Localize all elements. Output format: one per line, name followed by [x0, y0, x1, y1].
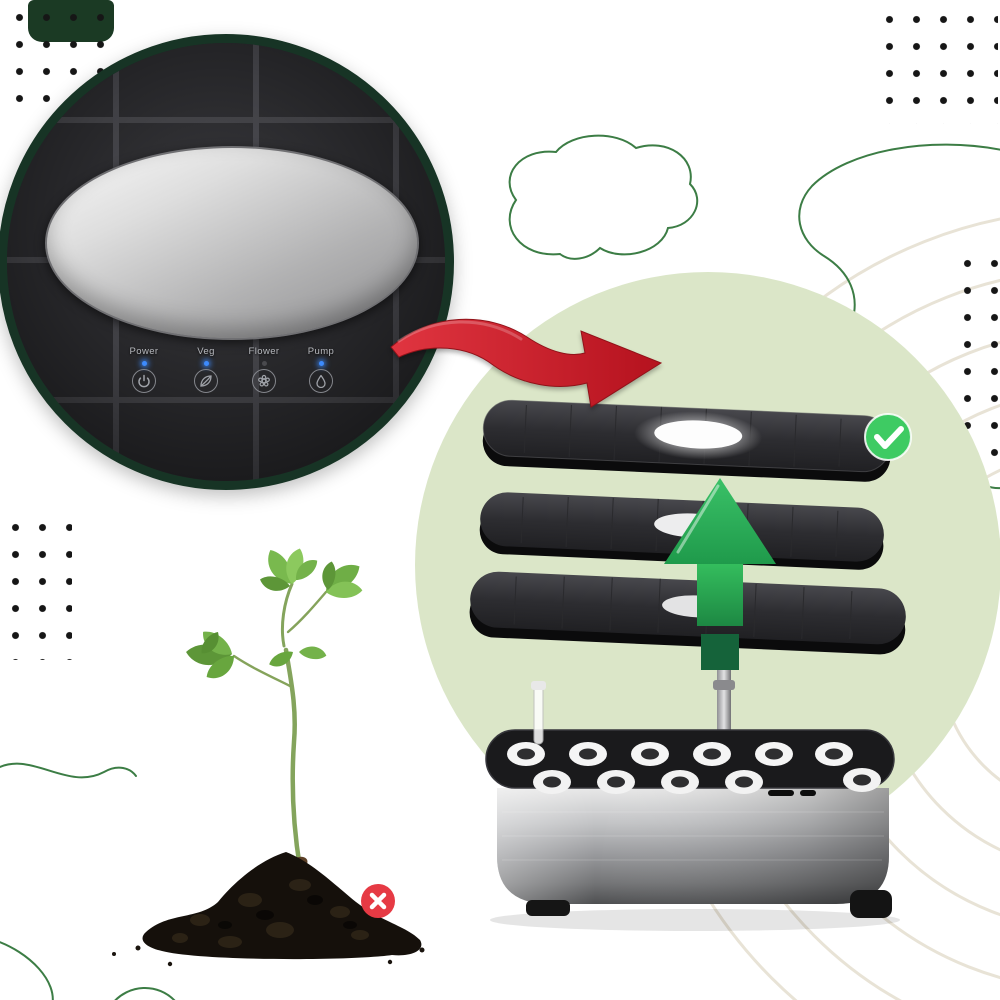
base-foot: [526, 900, 570, 916]
control-panel-inset: Power Veg Flower: [0, 34, 454, 490]
panel-oval-light: [45, 146, 419, 340]
squiggle-bottom-left-2: [0, 941, 54, 1000]
cross-icon: [369, 892, 387, 910]
panel-button-label: Pump: [307, 346, 335, 357]
panel-button-veg: Veg: [174, 346, 238, 393]
red-arrow: [390, 318, 663, 408]
panel-button-power: Power: [112, 346, 176, 393]
power-icon: [132, 369, 156, 393]
leaf: [266, 648, 297, 670]
panel-button-flower: Flower: [232, 346, 296, 393]
seed-pod: [533, 770, 571, 794]
dot-grid-top-right: [876, 6, 998, 124]
lamp-panel-bottom: [469, 571, 906, 655]
panel-button-pump: Pump: [289, 346, 353, 393]
seed-pod: [597, 770, 635, 794]
seed-pod: [661, 770, 699, 794]
control-panel-photo: Power Veg Flower: [7, 43, 445, 481]
pump-icon: [309, 369, 333, 393]
led-indicator: [203, 361, 209, 366]
flower-icon: [252, 369, 276, 393]
seed-pod: [815, 742, 853, 766]
seed-pod-deck: [485, 681, 895, 796]
dot-grid-left: [2, 514, 72, 660]
seed-pod: [755, 742, 793, 766]
seed-pod: [725, 770, 763, 794]
red-arrow-shape: [390, 318, 663, 408]
deck-vent-slot: [768, 790, 794, 796]
hydroponic-garden-illustration: [469, 399, 912, 931]
cross-badge: [361, 884, 395, 918]
base-foot: [850, 890, 892, 918]
led-indicator: [318, 361, 324, 366]
steel-base: [497, 788, 892, 918]
seedling-plant: [184, 545, 365, 872]
squiggle-top: [508, 134, 699, 260]
panel-button-label: Veg: [197, 346, 215, 357]
panel-button-label: Power: [129, 346, 159, 357]
check-badge: [864, 413, 912, 461]
led-indicator: [141, 361, 147, 366]
seed-pod: [507, 742, 545, 766]
soil-seedling-illustration: [112, 545, 425, 967]
water-level-indicator: [531, 681, 546, 745]
seed-pod: [569, 742, 607, 766]
soil-mound: [112, 852, 425, 967]
panel-button-label: Flower: [248, 346, 280, 357]
leaf-icon: [194, 369, 218, 393]
led-indicator: [261, 361, 267, 366]
seed-pod: [631, 742, 669, 766]
deck-vent-slot: [800, 790, 816, 796]
seed-pod: [843, 768, 881, 792]
leaf: [298, 643, 328, 663]
seed-pod: [693, 742, 731, 766]
